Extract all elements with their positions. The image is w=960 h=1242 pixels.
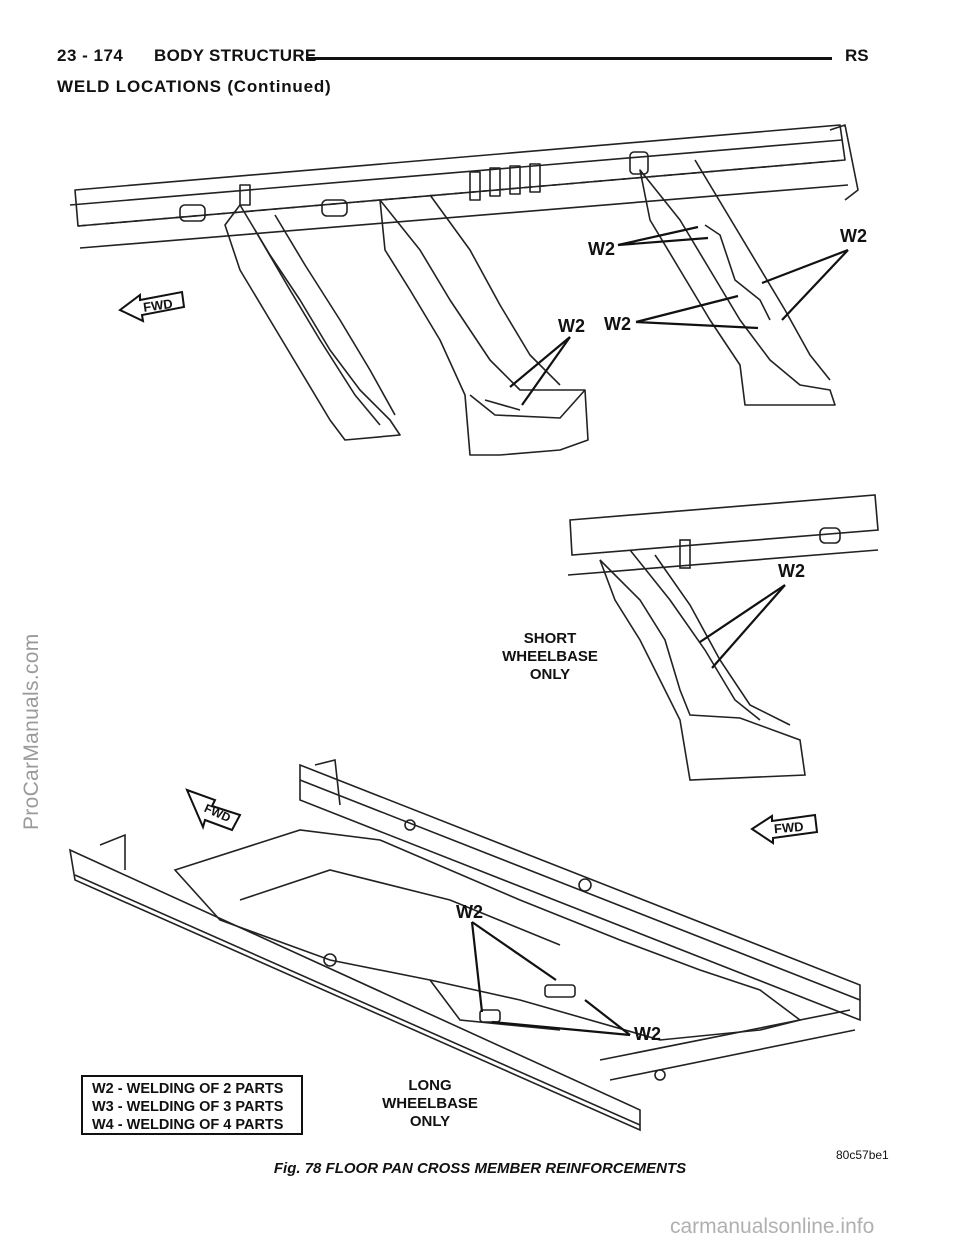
long-wheelbase-note: LONG WHEELBASE ONLY — [382, 1077, 478, 1130]
header-rule — [308, 57, 832, 60]
watermark-bottom: carmanualsonline.info — [670, 1215, 875, 1238]
top-cross-member-2 — [379, 194, 589, 456]
page-subheading: WELD LOCATIONS (Continued) — [57, 77, 332, 96]
w2-callout-7: W2 — [634, 1024, 661, 1044]
short-wheelbase-note: SHORT WHEELBASE ONLY — [502, 630, 598, 683]
long-wheelbase-frame — [68, 759, 861, 1132]
page-number: 23 - 174 — [57, 46, 124, 65]
legend-item: W3 - WELDING OF 3 PARTS — [92, 1099, 284, 1115]
model-code: RS — [845, 46, 869, 65]
w2-callout-2: W2 — [840, 226, 867, 246]
fwd-arrow-top — [118, 290, 186, 323]
w2-callout-6: W2 — [456, 902, 483, 922]
weld-legend: W2 - WELDING OF 2 PARTS W3 - WELDING OF … — [81, 1075, 303, 1135]
legend-item: W2 - WELDING OF 2 PARTS — [92, 1081, 284, 1097]
fwd-label-bottom-right: FWD — [773, 819, 804, 837]
w2-callout-3: W2 — [604, 314, 631, 334]
fwd-arrow-bottom-left — [185, 788, 242, 832]
fwd-arrow-bottom-right — [750, 813, 819, 845]
w2-callout-5: W2 — [778, 561, 805, 581]
figure-code: 80c57be1 — [836, 1148, 889, 1162]
top-cross-member-3 — [639, 159, 836, 406]
figure-caption: Fig. 78 FLOOR PAN CROSS MEMBER REINFORCE… — [273, 1160, 687, 1177]
fwd-label-top: FWD — [142, 296, 173, 315]
w2-callout-4: W2 — [558, 316, 585, 336]
w2-callout-1: W2 — [588, 239, 615, 259]
watermark-left: ProCarManuals.com — [20, 633, 43, 831]
legend-item: W4 - WELDING OF 4 PARTS — [92, 1117, 284, 1133]
top-rail-assembly — [69, 124, 859, 249]
top-cross-member-1 — [224, 204, 401, 441]
section-title: BODY STRUCTURE — [154, 46, 317, 65]
